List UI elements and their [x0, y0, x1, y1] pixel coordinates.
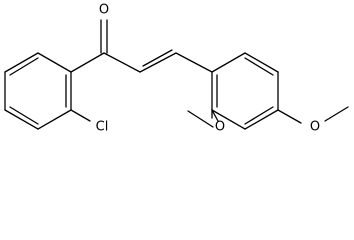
bond-ortho-o-ring-side — [211, 109, 219, 122]
bond-beta-ring2 — [175, 52, 213, 73]
chlorophenyl-ring — [4, 52, 72, 130]
bond-alpha-beta — [139, 52, 177, 73]
bond-ring2-a — [211, 52, 246, 73]
bond-ring2-e — [211, 109, 246, 130]
chlorine-label: Cl — [96, 120, 109, 135]
bond-ring2-d — [244, 109, 279, 130]
bond-alpha-beta-double — [142, 49, 173, 67]
carbonyl-oxygen-label: O — [99, 3, 109, 18]
bond-ring1-b — [4, 52, 39, 73]
bond-ring2-double-1 — [244, 57, 274, 76]
bond-para-o-methyl — [324, 106, 349, 122]
bond-carbonyl-alpha — [103, 52, 141, 73]
bond-ring1-double-1 — [9, 57, 39, 76]
bond-ring1-carbonyl — [70, 52, 105, 73]
bond-ring1-d — [4, 109, 39, 130]
dimethoxyphenyl-ring — [211, 52, 279, 130]
bond-ring1-e — [37, 109, 72, 130]
structure-diagram: Cl O O O — [4, 3, 349, 135]
bond-ring1-a — [37, 52, 72, 73]
bond-ring2-b — [244, 52, 279, 73]
para-methoxy-oxygen-label: O — [310, 120, 320, 135]
bond-ring2-double-2 — [244, 106, 274, 125]
bond-c-cl — [70, 109, 91, 122]
ortho-methoxy-oxygen-label: O — [215, 120, 225, 135]
bond-ring1-double-2 — [9, 106, 39, 125]
bond-ortho-o-methyl — [187, 110, 214, 128]
bond-ring2-para-o — [277, 109, 302, 124]
